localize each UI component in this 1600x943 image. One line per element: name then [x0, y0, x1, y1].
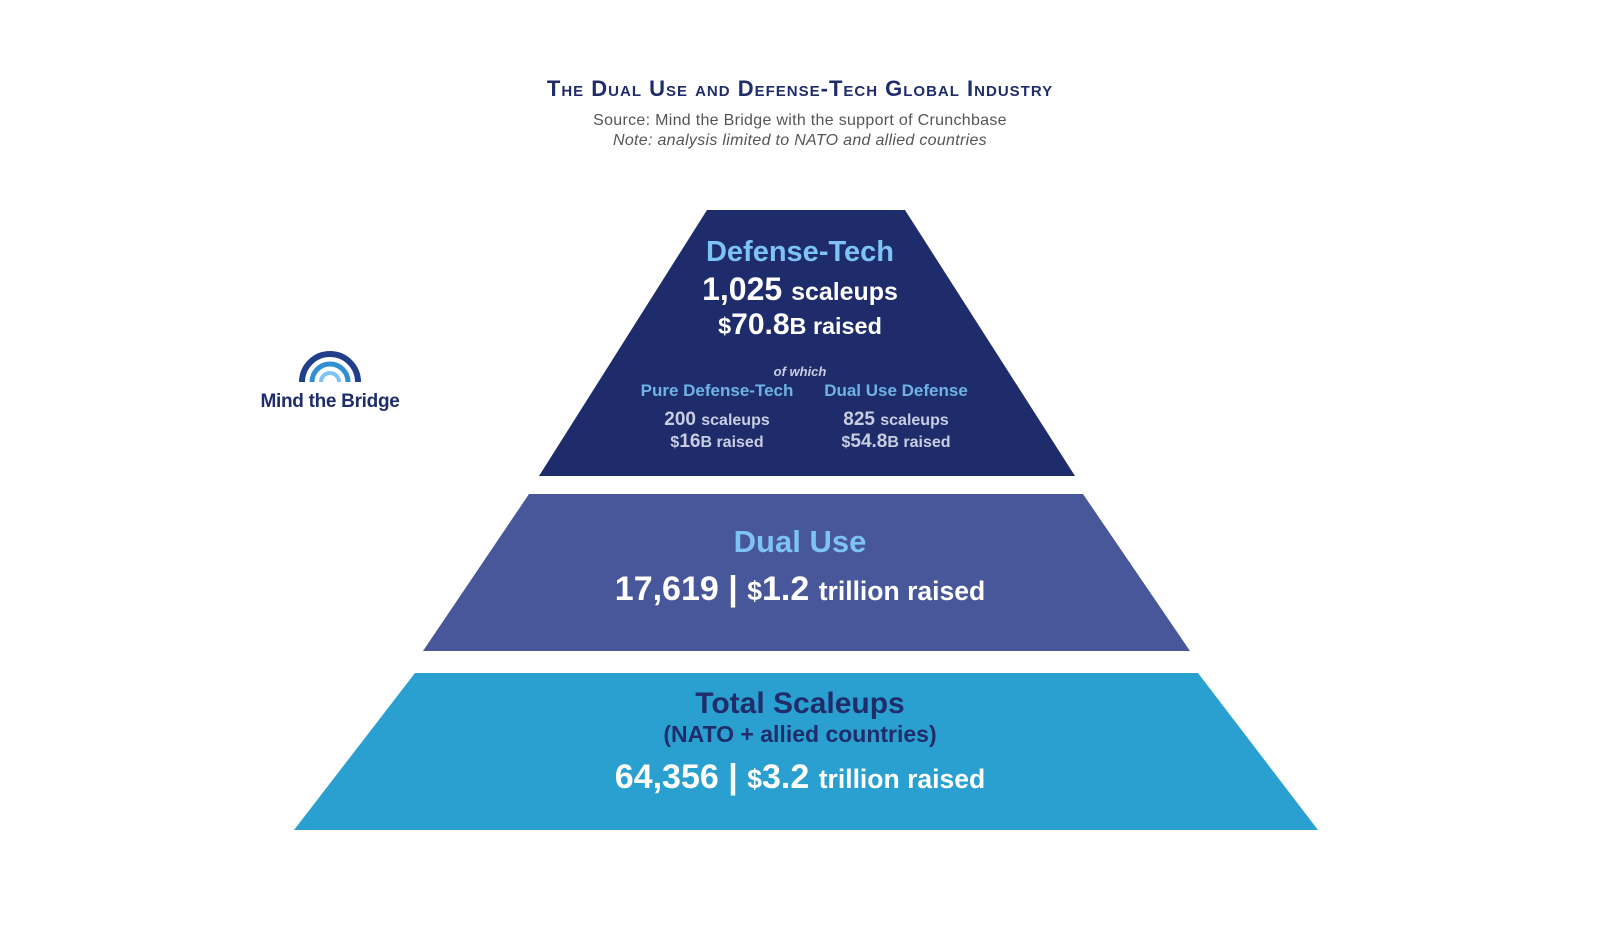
pure-defense-tech-label: Pure Defense-Tech: [640, 381, 794, 400]
total-raised-prefix: $: [747, 764, 762, 794]
pyramid-tier-dual-use: [423, 494, 1190, 651]
defense-tech-block: Defense-Tech 1,025 scaleups $70.8B raise…: [0, 236, 1600, 342]
total-separator: |: [728, 758, 738, 796]
defense-tech-raised-line: $70.8B raised: [0, 308, 1600, 342]
dual-use-defense-block: Dual Use Defense 825 scaleups $54.8B rai…: [796, 381, 996, 453]
of-which-label: of which: [773, 364, 827, 379]
pyramid-tier-total: [294, 673, 1318, 830]
defense-tech-raised-value: 70.8: [731, 308, 790, 341]
total-sublabel: (NATO + allied countries): [663, 721, 937, 747]
defense-tech-label: Defense-Tech: [705, 236, 895, 268]
pyramid-tier-defense-tech: [539, 210, 1075, 476]
header: The Dual Use and Defense-Tech Global Ind…: [0, 76, 1600, 150]
mind-the-bridge-logo: Mind the Bridge: [255, 350, 405, 413]
dual-use-count: 17,619: [614, 570, 719, 608]
defense-tech-raised-prefix: $: [718, 313, 732, 339]
logo-text: Mind the Bridge: [260, 391, 400, 412]
dual-defense-count: 825: [843, 409, 875, 430]
dual-defense-raised-suffix: B raised: [887, 434, 951, 451]
dual-use-stats-line: 17,619 | $1.2 trillion raised: [0, 570, 1600, 609]
total-block: Total Scaleups (NATO + allied countries)…: [0, 687, 1600, 797]
pure-raised-value: 16: [679, 431, 701, 452]
page-title: The Dual Use and Defense-Tech Global Ind…: [546, 76, 1054, 101]
total-count: 64,356: [614, 758, 719, 796]
pure-count: 200: [664, 409, 696, 430]
dual-use-label: Dual Use: [733, 524, 867, 559]
pure-raised-prefix: $: [670, 434, 680, 451]
pure-count-unit: scaleups: [701, 412, 770, 429]
dual-defense-raised-value: 54.8: [850, 431, 888, 452]
dual-use-block: Dual Use 17,619 | $1.2 trillion raised: [0, 524, 1600, 609]
defense-tech-count-line: 1,025 scaleups: [0, 271, 1600, 308]
pure-defense-tech-block: Pure Defense-Tech 200 scaleups $16B rais…: [617, 381, 817, 453]
dual-defense-raised-line: $54.8B raised: [796, 431, 996, 453]
dual-use-raised-value: 1.2: [761, 570, 810, 608]
total-stats-line: 64,356 | $3.2 trillion raised: [0, 758, 1600, 797]
total-raised-value: 3.2: [761, 758, 810, 796]
defense-tech-raised-suffix: B raised: [789, 313, 882, 339]
defense-tech-count: 1,025: [702, 271, 783, 307]
total-label: Total Scaleups: [695, 687, 905, 720]
defense-tech-count-unit: scaleups: [791, 278, 898, 306]
pure-raised-suffix: B raised: [700, 434, 764, 451]
note-line: Note: analysis limited to NATO and allie…: [613, 132, 987, 149]
dual-defense-count-unit: scaleups: [880, 412, 949, 429]
dual-use-raised-prefix: $: [747, 576, 762, 606]
dual-use-raised-suffix: trillion raised: [818, 576, 986, 606]
bridge-arch-icon: [299, 351, 361, 383]
dual-use-defense-label: Dual Use Defense: [824, 381, 968, 400]
dual-defense-count-line: 825 scaleups: [796, 409, 996, 431]
dual-defense-raised-prefix: $: [841, 434, 851, 451]
source-line: Source: Mind the Bridge with the support…: [593, 112, 1007, 129]
total-raised-suffix: trillion raised: [818, 764, 986, 794]
dual-use-separator: |: [728, 570, 738, 608]
pure-raised-line: $16B raised: [617, 431, 817, 453]
pure-count-line: 200 scaleups: [617, 409, 817, 431]
of-which-label-wrap: of which: [0, 363, 1600, 381]
